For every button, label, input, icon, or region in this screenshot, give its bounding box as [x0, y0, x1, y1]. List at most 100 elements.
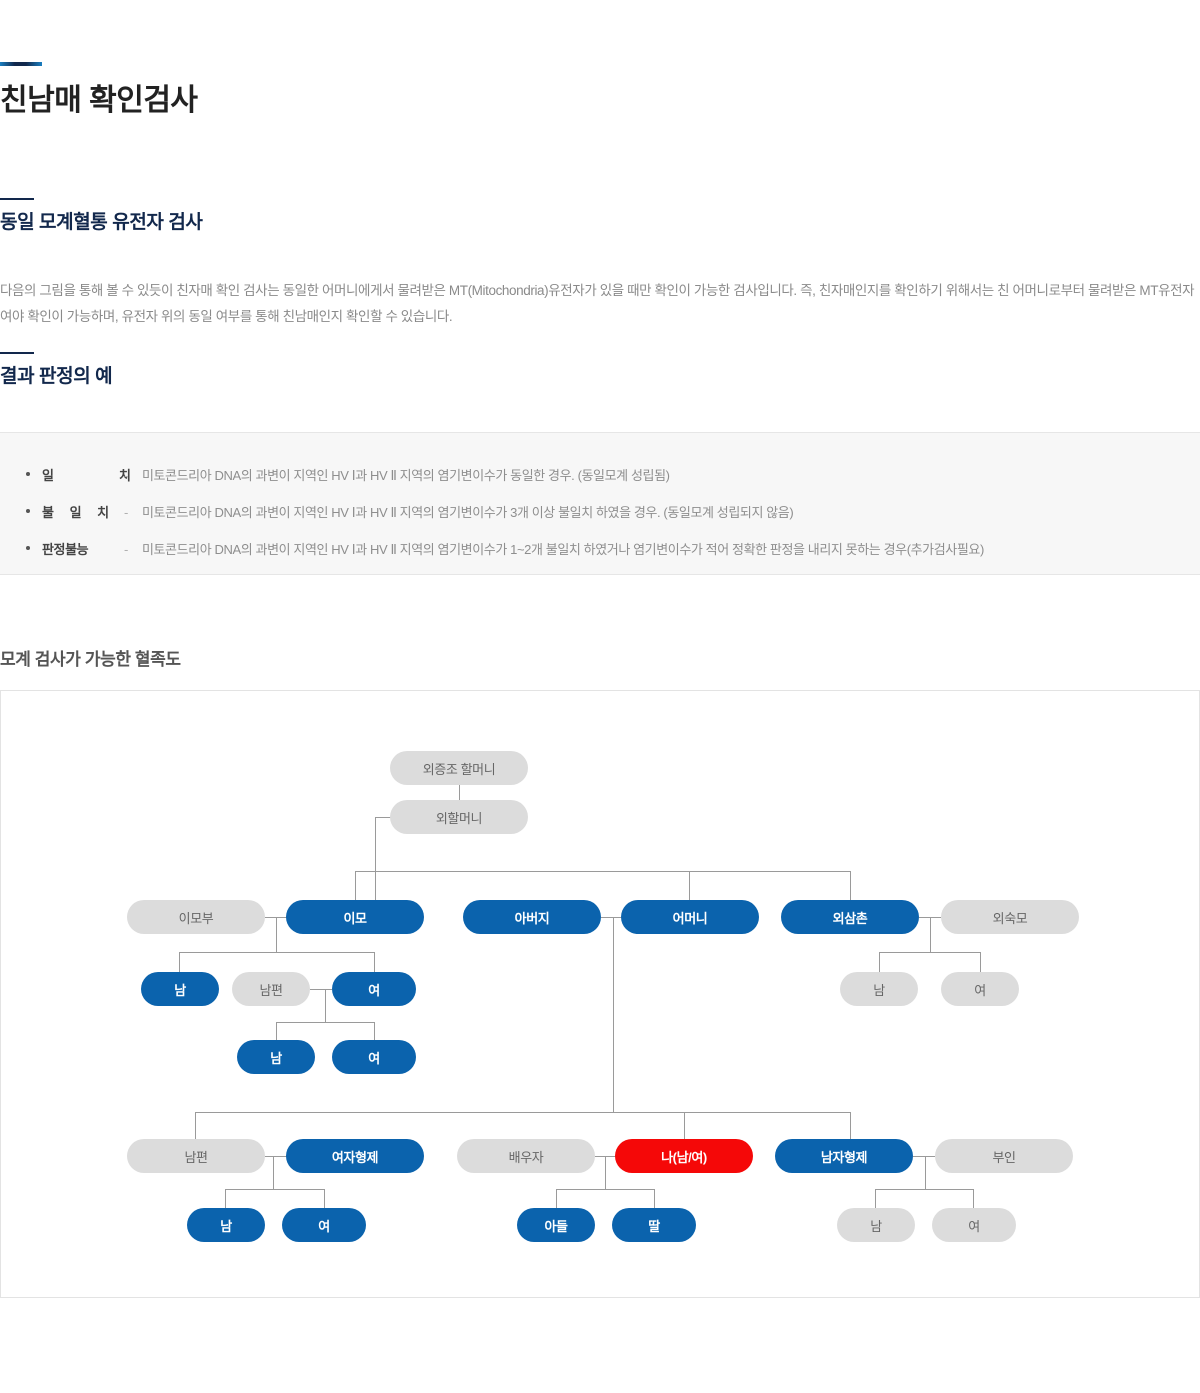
connector-line: [556, 1189, 557, 1208]
connector-line: [374, 1022, 375, 1040]
tree-node-label: 딸: [648, 1218, 660, 1234]
tree-node-aunt-grandson[interactable]: 남: [237, 1040, 315, 1074]
tree-node-maternal-uncle[interactable]: 외삼촌: [781, 900, 919, 934]
tree-node-brother-daughter[interactable]: 여: [932, 1208, 1016, 1242]
connector-line: [225, 1189, 324, 1190]
connector-line: [850, 871, 851, 900]
page-title-block: 친남매 확인검사: [0, 62, 198, 117]
tree-node-label: 나(남/여): [661, 1149, 707, 1165]
connector-line: [654, 1189, 655, 1208]
family-tree-title: 모계 검사가 가능한 혈족도: [0, 650, 181, 669]
tree-node-uncle-son[interactable]: 남: [840, 972, 918, 1006]
connector-line: [556, 1189, 654, 1190]
tree-node-label: 여: [974, 982, 986, 998]
tree-node-label: 남편: [259, 982, 283, 998]
section-accent-bar: [0, 352, 34, 354]
connector-line: [265, 1156, 287, 1157]
tree-node-spouse[interactable]: 배우자: [457, 1139, 595, 1173]
tree-node-label: 남자형제: [820, 1149, 868, 1165]
tree-node-label: 여: [968, 1218, 980, 1234]
tree-node-label: 남: [873, 982, 885, 998]
connector-line: [613, 917, 614, 1112]
tree-node-sister-son[interactable]: 남: [187, 1208, 265, 1242]
tree-node-sister[interactable]: 여자형제: [286, 1139, 424, 1173]
tree-node-label: 여: [368, 982, 380, 998]
tree-node-brother[interactable]: 남자형제: [775, 1139, 913, 1173]
connector-line: [179, 952, 374, 953]
tree-node-label: 이모: [343, 910, 367, 926]
tree-node-label: 남: [870, 1218, 882, 1234]
bullet-icon: [26, 546, 30, 550]
section-heading-result: 결과 판정의 예: [0, 352, 113, 389]
tree-node-aunt-granddaughter[interactable]: 여: [332, 1040, 416, 1074]
tree-node-label: 외할머니: [435, 810, 483, 826]
list-item-term: 불 일 치: [42, 505, 116, 520]
tree-node-sister-daughter[interactable]: 여: [282, 1208, 366, 1242]
tree-node-label: 어머니: [672, 910, 708, 926]
tree-node-label: 남: [174, 982, 186, 998]
connector-line: [980, 952, 981, 972]
tree-node-label: 외숙모: [992, 910, 1028, 926]
connector-line: [276, 1022, 277, 1040]
tree-node-grandmother[interactable]: 외할머니: [390, 800, 528, 834]
tree-node-uncle-wife[interactable]: 외숙모: [941, 900, 1079, 934]
tree-node-label: 남: [220, 1218, 232, 1234]
tree-node-label: 외증조 할머니: [422, 761, 496, 777]
tree-node-father[interactable]: 아버지: [463, 900, 601, 934]
tree-node-sister-husband[interactable]: 남편: [127, 1139, 265, 1173]
list-item: 판정불능 - 미토콘드리아 DNA의 과변이 지역인 HV Ⅰ과 HV Ⅱ 지역…: [26, 531, 1174, 568]
connector-line: [273, 1156, 274, 1189]
connector-line: [879, 952, 880, 972]
list-item: 불 일 치 - 미토콘드리아 DNA의 과변이 지역인 HV Ⅰ과 HV Ⅱ 지…: [26, 494, 1174, 531]
connector-line: [913, 1156, 935, 1157]
connector-line: [684, 1112, 685, 1140]
tree-node-great-grandmother[interactable]: 외증조 할머니: [390, 751, 528, 785]
connector-line: [879, 952, 980, 953]
connector-line: [225, 1189, 226, 1208]
connector-line: [324, 1189, 325, 1208]
tree-node-my-daughter[interactable]: 딸: [612, 1208, 696, 1242]
section-accent-bar: [0, 198, 34, 200]
tree-node-aunt[interactable]: 이모: [286, 900, 424, 934]
tree-node-aunt-daughter[interactable]: 여: [332, 972, 416, 1006]
tree-node-label: 여자형제: [331, 1149, 379, 1165]
connector-line: [325, 989, 326, 1022]
tree-node-label: 여: [368, 1050, 380, 1066]
list-item-term: 판정불능: [42, 542, 89, 557]
connector-line: [850, 1112, 851, 1140]
tree-node-label: 남편: [184, 1149, 208, 1165]
tree-node-mother[interactable]: 어머니: [621, 900, 759, 934]
connector-line: [195, 1112, 850, 1113]
tree-node-brother-son[interactable]: 남: [837, 1208, 915, 1242]
tree-node-aunt-son[interactable]: 남: [141, 972, 219, 1006]
tree-node-uncle-daughter[interactable]: 여: [941, 972, 1019, 1006]
tree-node-label: 배우자: [508, 1149, 544, 1165]
connector-line: [973, 1189, 974, 1208]
section-title-gene: 동일 모계혈통 유전자 검사: [0, 212, 203, 233]
tree-node-my-son[interactable]: 아들: [517, 1208, 595, 1242]
tree-node-brother-wife[interactable]: 부인: [935, 1139, 1073, 1173]
tree-node-label: 아버지: [514, 910, 550, 926]
tree-node-aunt-daughter-husband[interactable]: 남편: [232, 972, 310, 1006]
list-item-term: 일 치: [42, 468, 144, 483]
tree-node-label: 부인: [992, 1149, 1016, 1165]
connector-line: [875, 1189, 973, 1190]
tree-node-label: 아들: [544, 1218, 568, 1234]
list-item-dash: -: [124, 468, 128, 483]
title-accent-bar: [0, 62, 42, 66]
list-item-description: 미토콘드리아 DNA의 과변이 지역인 HV Ⅰ과 HV Ⅱ 지역의 염기변이수…: [141, 468, 670, 483]
connector-line: [179, 952, 180, 972]
connector-line: [374, 952, 375, 972]
list-item-description: 미토콘드리아 DNA의 과변이 지역인 HV Ⅰ과 HV Ⅱ 지역의 염기변이수…: [141, 542, 984, 557]
tree-node-label: 외삼촌: [832, 910, 868, 926]
tree-node-aunt-husband[interactable]: 이모부: [127, 900, 265, 934]
list-item-dash: -: [124, 542, 128, 557]
connector-line: [925, 1156, 926, 1189]
tree-node-label: 남: [270, 1050, 282, 1066]
bullet-icon: [26, 509, 30, 513]
connector-line: [930, 917, 931, 952]
gene-description-paragraph: 다음의 그림을 통해 볼 수 있듯이 친자매 확인 검사는 동일한 어머니에게서…: [0, 282, 1195, 324]
connector-line: [595, 1156, 617, 1157]
tree-node-self[interactable]: 나(남/여): [615, 1139, 753, 1173]
result-criteria-box: 일 치 - 미토콘드리아 DNA의 과변이 지역인 HV Ⅰ과 HV Ⅱ 지역의…: [0, 432, 1200, 575]
